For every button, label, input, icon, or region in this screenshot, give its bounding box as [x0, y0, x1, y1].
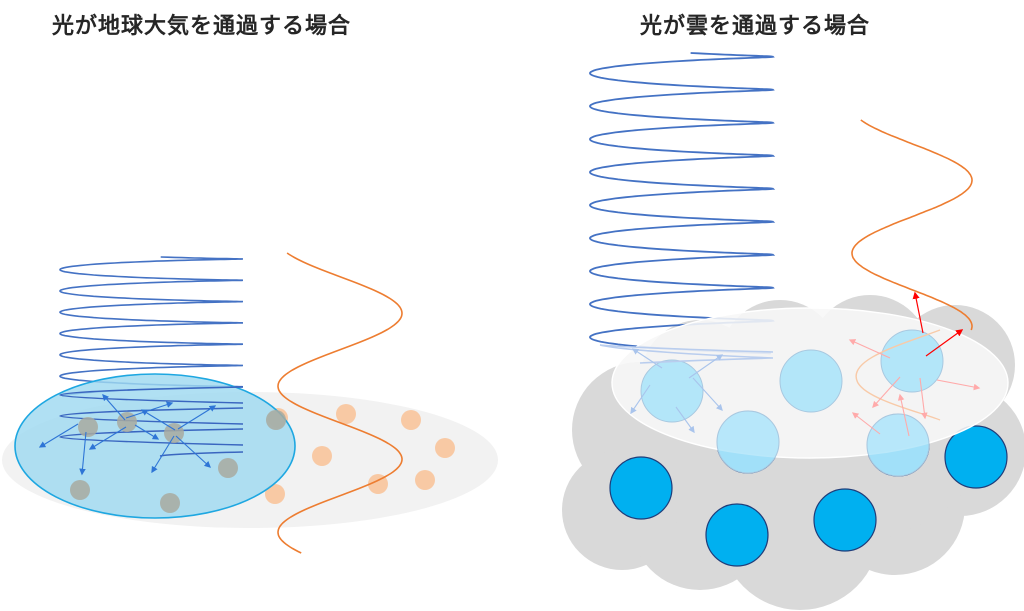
droplet-light [880, 329, 944, 393]
droplet [944, 425, 1008, 489]
peach-particle [312, 446, 332, 466]
scatter-arrow [688, 354, 724, 379]
scatter-arrow [851, 412, 881, 435]
scatter-arrows-blue [38, 394, 217, 476]
droplet [813, 488, 877, 552]
scatter-arrows-pink [848, 339, 981, 437]
scatter-arrow [175, 435, 211, 468]
scatter-arrows-light-blue [630, 348, 724, 434]
blue-light-wave-faint [599, 344, 774, 364]
molecule [218, 458, 238, 478]
right-panel-title: 光が雲を通過する場合 [640, 14, 871, 39]
scatter-arrow [177, 405, 217, 430]
peach-particle [401, 410, 421, 430]
scatter-arrow [936, 379, 981, 391]
blue-light-wave-inside [59, 386, 244, 457]
peach-particle [336, 404, 356, 424]
molecule [160, 493, 180, 513]
molecule [266, 410, 286, 430]
right-panel [562, 52, 1024, 610]
scatter-arrow [925, 329, 964, 357]
scatter-arrow [134, 424, 160, 440]
scatter-arrow [919, 377, 928, 420]
peach-particle [368, 474, 388, 494]
droplet-light [779, 349, 843, 413]
blue-light-wave [589, 52, 776, 355]
scatter-arrow [631, 348, 663, 369]
scatter-arrow [79, 431, 87, 476]
scatter-arrow [692, 377, 723, 411]
droplet-light [716, 410, 780, 474]
droplet [705, 503, 769, 567]
orange-light-wave [851, 119, 973, 331]
droplet-light [640, 359, 704, 423]
scatter-arrow [151, 435, 175, 474]
molecule [78, 417, 98, 437]
molecule [70, 480, 90, 500]
orange-light-wave [277, 252, 403, 554]
scatter-arrow [675, 406, 695, 434]
atmosphere-disk [14, 373, 296, 519]
large-particles [265, 404, 455, 504]
left-panel [2, 252, 498, 554]
orange-light-wave-faint [855, 329, 941, 421]
scatter-arrow [125, 401, 174, 419]
scatter-arrow [872, 376, 901, 408]
blue-light-wave [59, 256, 244, 397]
scatter-arrow [630, 384, 651, 415]
scatter-arrow [848, 339, 891, 359]
molecules [70, 410, 286, 513]
scatter-arrows-red [912, 291, 964, 357]
scatter-arrow [912, 291, 924, 334]
scatter-arrow [38, 423, 79, 448]
scatter-arrow [102, 394, 126, 421]
peach-particle [415, 470, 435, 490]
scatter-arrow [140, 409, 176, 431]
scatter-arrow [88, 426, 127, 450]
scatter-arrow [897, 393, 910, 437]
peach-particle [265, 484, 285, 504]
left-panel-title: 光が地球大気を通過する場合 [52, 14, 352, 39]
peach-particle [435, 438, 455, 458]
droplet [609, 456, 673, 520]
droplet-light [866, 413, 930, 477]
